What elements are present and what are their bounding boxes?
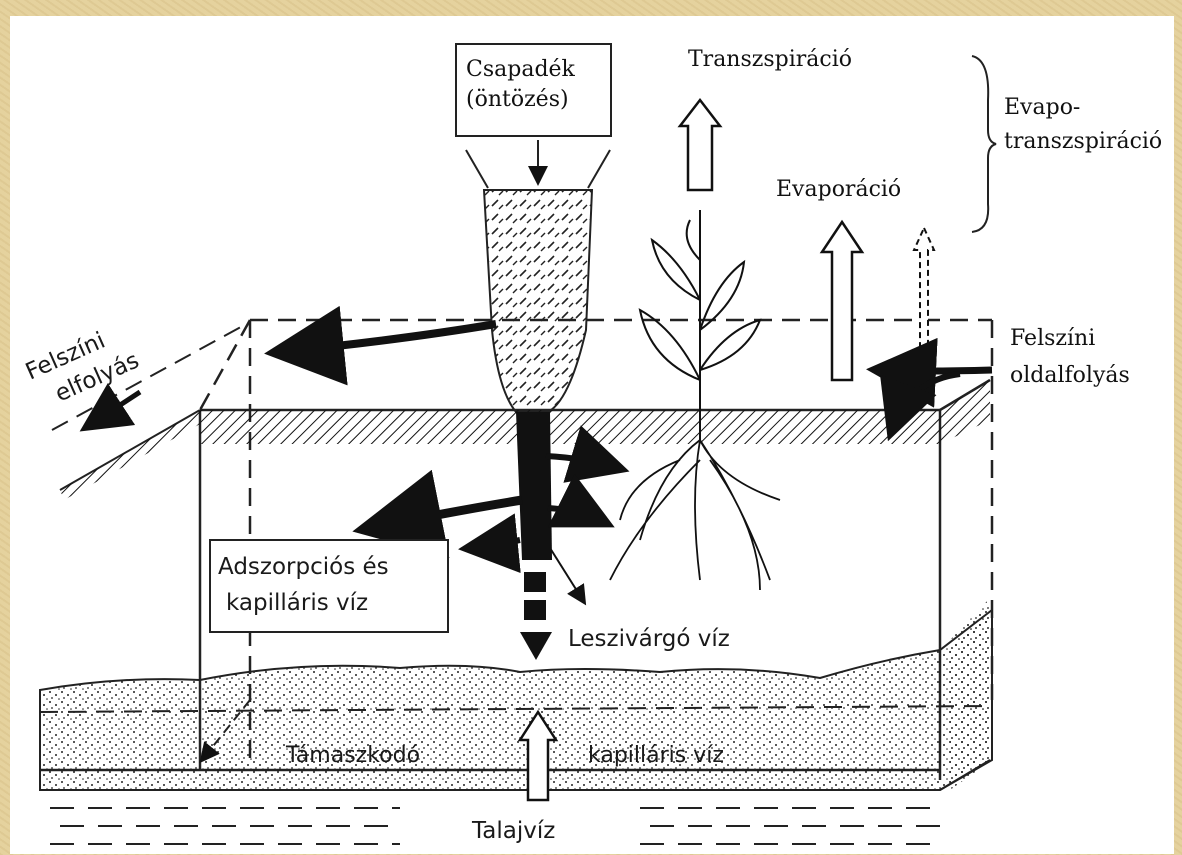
label-adszorpcios: Adszorpciós és — [218, 554, 389, 580]
label-kapillaris-viz: kapilláris víz — [226, 590, 368, 616]
plant — [610, 210, 780, 590]
capillary-layer — [40, 596, 992, 790]
label-felszini: Felszíni — [1010, 326, 1095, 351]
evaporation-arrow — [822, 222, 862, 380]
soil-surface-hatch — [200, 410, 940, 444]
soil-surface-side-hatch — [940, 380, 990, 444]
runoff-arrow — [280, 324, 496, 352]
label-evaporacio: Evaporáció — [776, 177, 901, 202]
transpiration-arrow — [680, 100, 720, 190]
label-tamaszkodo-kapillaris: kapilláris víz — [588, 743, 724, 768]
label-oldalfolyas: oldalfolyás — [1010, 363, 1130, 388]
label-csapadek: Csapadék — [466, 57, 576, 82]
label-leszivargo-viz: Leszivárgó víz — [568, 626, 730, 652]
label-tamaszkodo: Támaszkodó — [285, 743, 420, 768]
label-evapo: Evapo- — [1004, 95, 1080, 120]
label-ontozes: (öntözés) — [466, 87, 569, 112]
precipitation-column — [466, 140, 610, 412]
evapotranspiration-bracket — [972, 56, 996, 232]
label-talajviz: Talajvíz — [471, 818, 555, 844]
precipitation-box: Csapadék (öntözés) — [456, 44, 611, 136]
label-transzspiracio: Transzspiráció — [688, 47, 852, 72]
label-evapotranszspiracio: transzspiráció — [1004, 129, 1162, 154]
lateral-flow-arrow — [880, 370, 992, 371]
evaporation-arrow-2 — [914, 228, 934, 380]
